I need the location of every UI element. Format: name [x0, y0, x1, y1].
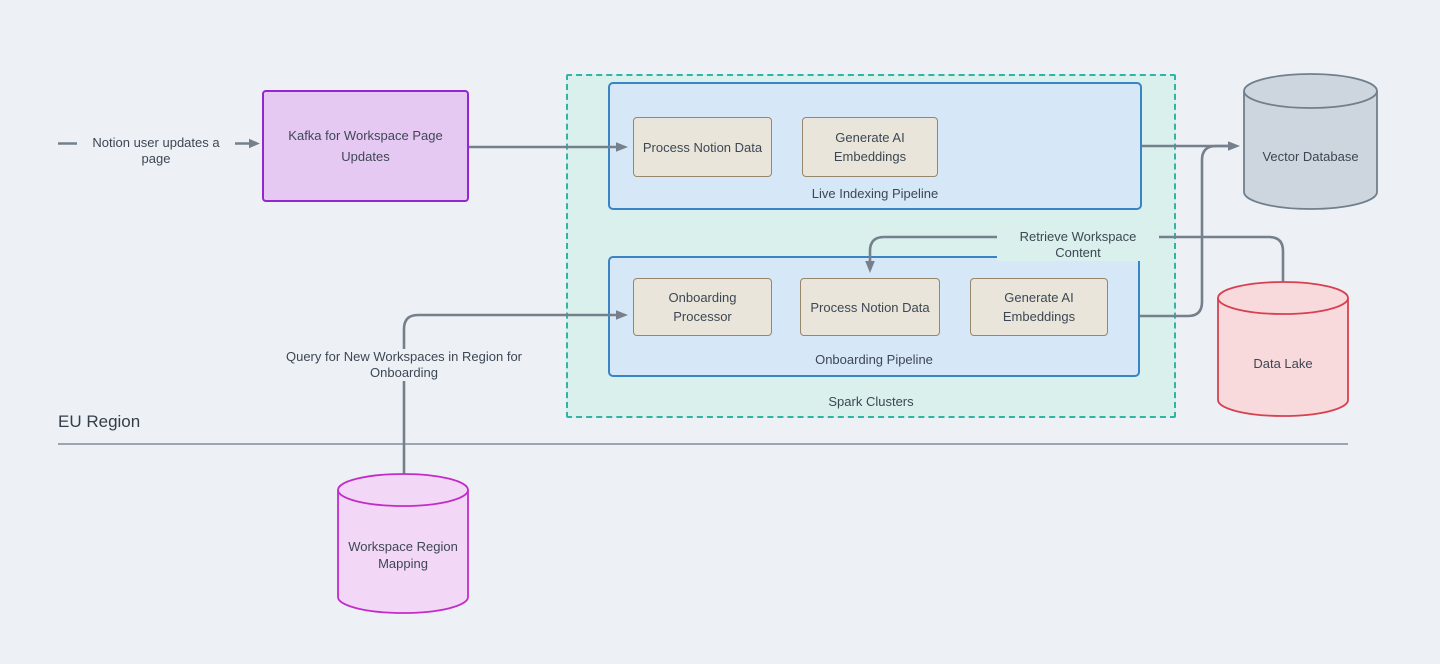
task-onboarding-generate-ai-embeddings: Generate AI Embeddings — [970, 278, 1108, 336]
task-label: Process Notion Data — [642, 139, 763, 155]
edge-label-notion-user-updates: Notion user updates a page — [77, 135, 235, 167]
task-live-generate-ai-embeddings: Generate AI Embeddings — [802, 117, 938, 177]
vector-database-cylinder — [1243, 73, 1378, 210]
task-onboarding-process-notion-data: Process Notion Data — [800, 278, 940, 336]
eu-region-divider — [58, 443, 1348, 445]
kafka-node: Kafka for Workspace Page Updates — [262, 90, 469, 202]
live-indexing-pipeline-label: Live Indexing Pipeline — [811, 186, 939, 201]
task-live-process-notion-data: Process Notion Data — [633, 117, 772, 177]
task-onboarding-processor: Onboarding Processor — [633, 278, 772, 336]
onboarding-pipeline-label: Onboarding Pipeline — [815, 352, 933, 367]
edge-label-retrieve-workspace-content: Retrieve Workspace Content — [997, 229, 1159, 261]
data-lake-cylinder — [1217, 281, 1349, 417]
task-label: Onboarding Processor — [668, 290, 737, 324]
workspace-region-mapping-label: Workspace Region Mapping — [338, 538, 468, 572]
spark-clusters-label: Spark Clusters — [828, 394, 914, 409]
data-lake-label: Data Lake — [1253, 356, 1313, 371]
vector-database-label: Vector Database — [1262, 149, 1359, 164]
task-label: Process Notion Data — [810, 299, 930, 315]
arrowhead-icon — [249, 138, 260, 149]
workspace-region-mapping-text: Workspace Region Mapping — [348, 539, 458, 571]
arrowhead-icon — [1228, 141, 1240, 151]
edge-label-query-new-workspaces: Query for New Workspaces in Region for O… — [256, 349, 552, 381]
task-label: Generate AI Embeddings — [1002, 290, 1076, 324]
task-label: Generate AI Embeddings — [833, 130, 907, 164]
eu-region-label: EU Region — [58, 412, 141, 431]
kafka-label: Kafka for Workspace Page Updates — [288, 128, 443, 164]
